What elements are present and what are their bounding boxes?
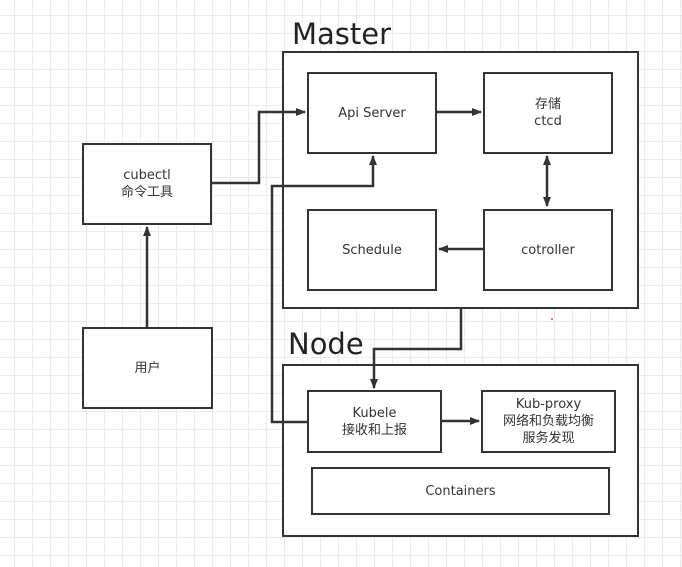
cubectl-label: cubectl [123, 168, 171, 183]
storage-sublabel: ctcd [534, 114, 562, 129]
storage-label: 存储 [534, 97, 561, 112]
schedule-box[interactable]: Schedule [307, 209, 437, 291]
api-server-label: Api Server [338, 105, 406, 121]
node-title: Node [288, 327, 364, 361]
kubelet-sublabel: 接收和上报 [341, 422, 407, 438]
kube-proxy-box[interactable]: Kub-proxy 网络和负载均衡 服务发现 [481, 390, 616, 453]
cubectl-box[interactable]: cubectl 命令工具 [82, 143, 212, 225]
containers-box[interactable]: Containers [311, 467, 610, 515]
kube-proxy-sublabel-1: 网络和负载均衡 [502, 414, 594, 429]
kubelet-label: Kubele [352, 405, 397, 421]
stray-dot [551, 318, 553, 320]
kube-proxy-label: Kub-proxy [515, 397, 582, 412]
kube-proxy-sublabel-2: 服务发现 [522, 431, 575, 446]
schedule-label: Schedule [342, 242, 402, 258]
kubelet-box[interactable]: Kubele 接收和上报 [307, 390, 442, 453]
storage-box[interactable]: 存储 ctcd [483, 72, 613, 154]
api-server-box[interactable]: Api Server [307, 72, 437, 154]
master-title: Master [292, 17, 392, 51]
user-label: 用户 [134, 360, 161, 376]
cubectl-sublabel: 命令工具 [120, 185, 173, 200]
controller-box[interactable]: cotroller [483, 209, 613, 291]
user-box[interactable]: 用户 [82, 327, 213, 409]
controller-label: cotroller [521, 242, 575, 258]
containers-label: Containers [425, 483, 496, 499]
